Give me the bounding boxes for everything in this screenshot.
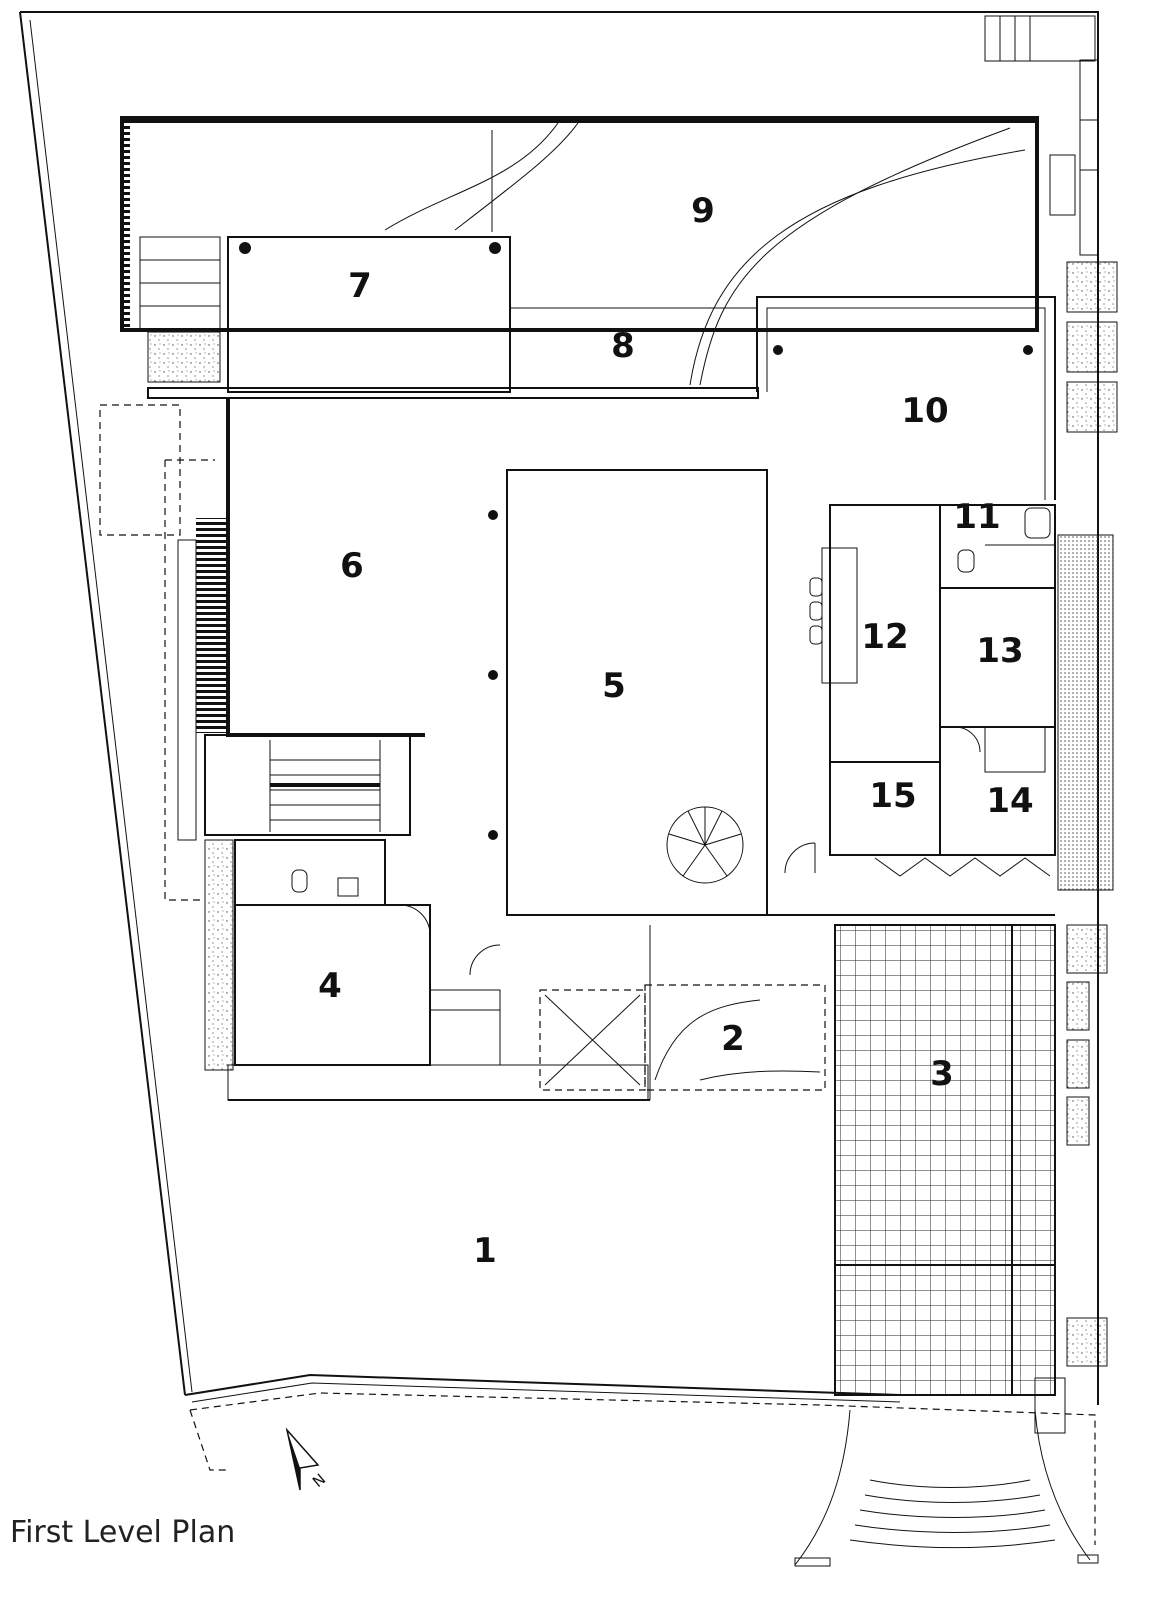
room-label-6: 6 [340,546,364,586]
stair-icon [269,740,381,832]
room-label-4: 4 [318,966,342,1006]
drawing-caption: First Level Plan [10,1515,235,1550]
room-label-5: 5 [602,666,626,706]
north-label: N [309,1470,329,1491]
room-label-9: 9 [691,191,715,231]
room-7-outline [147,236,759,399]
entry-steps [794,1409,1099,1567]
room-label-12: 12 [861,617,908,657]
room-label-11: 11 [953,497,1000,537]
room-label-13: 13 [976,631,1023,671]
room-labels: 1 2 3 4 5 6 7 8 9 10 11 12 13 14 15 [318,191,1034,1271]
north-arrow-icon: N [285,1427,329,1491]
rear-deck [120,116,1039,386]
room-label-8: 8 [611,326,635,366]
right-service-strip [984,15,1118,1434]
room-10-outline [756,296,1056,500]
room-label-3: 3 [930,1054,954,1094]
room-label-2: 2 [721,1019,745,1059]
spiral-stair-icon [666,806,744,884]
main-house-walls [99,398,1056,1101]
room-label-1: 1 [473,1231,497,1271]
room-label-14: 14 [986,781,1033,821]
tiled-terrace [834,924,1056,1396]
room-label-7: 7 [348,266,372,306]
room-label-10: 10 [901,391,948,431]
room-label-15: 15 [869,776,916,816]
